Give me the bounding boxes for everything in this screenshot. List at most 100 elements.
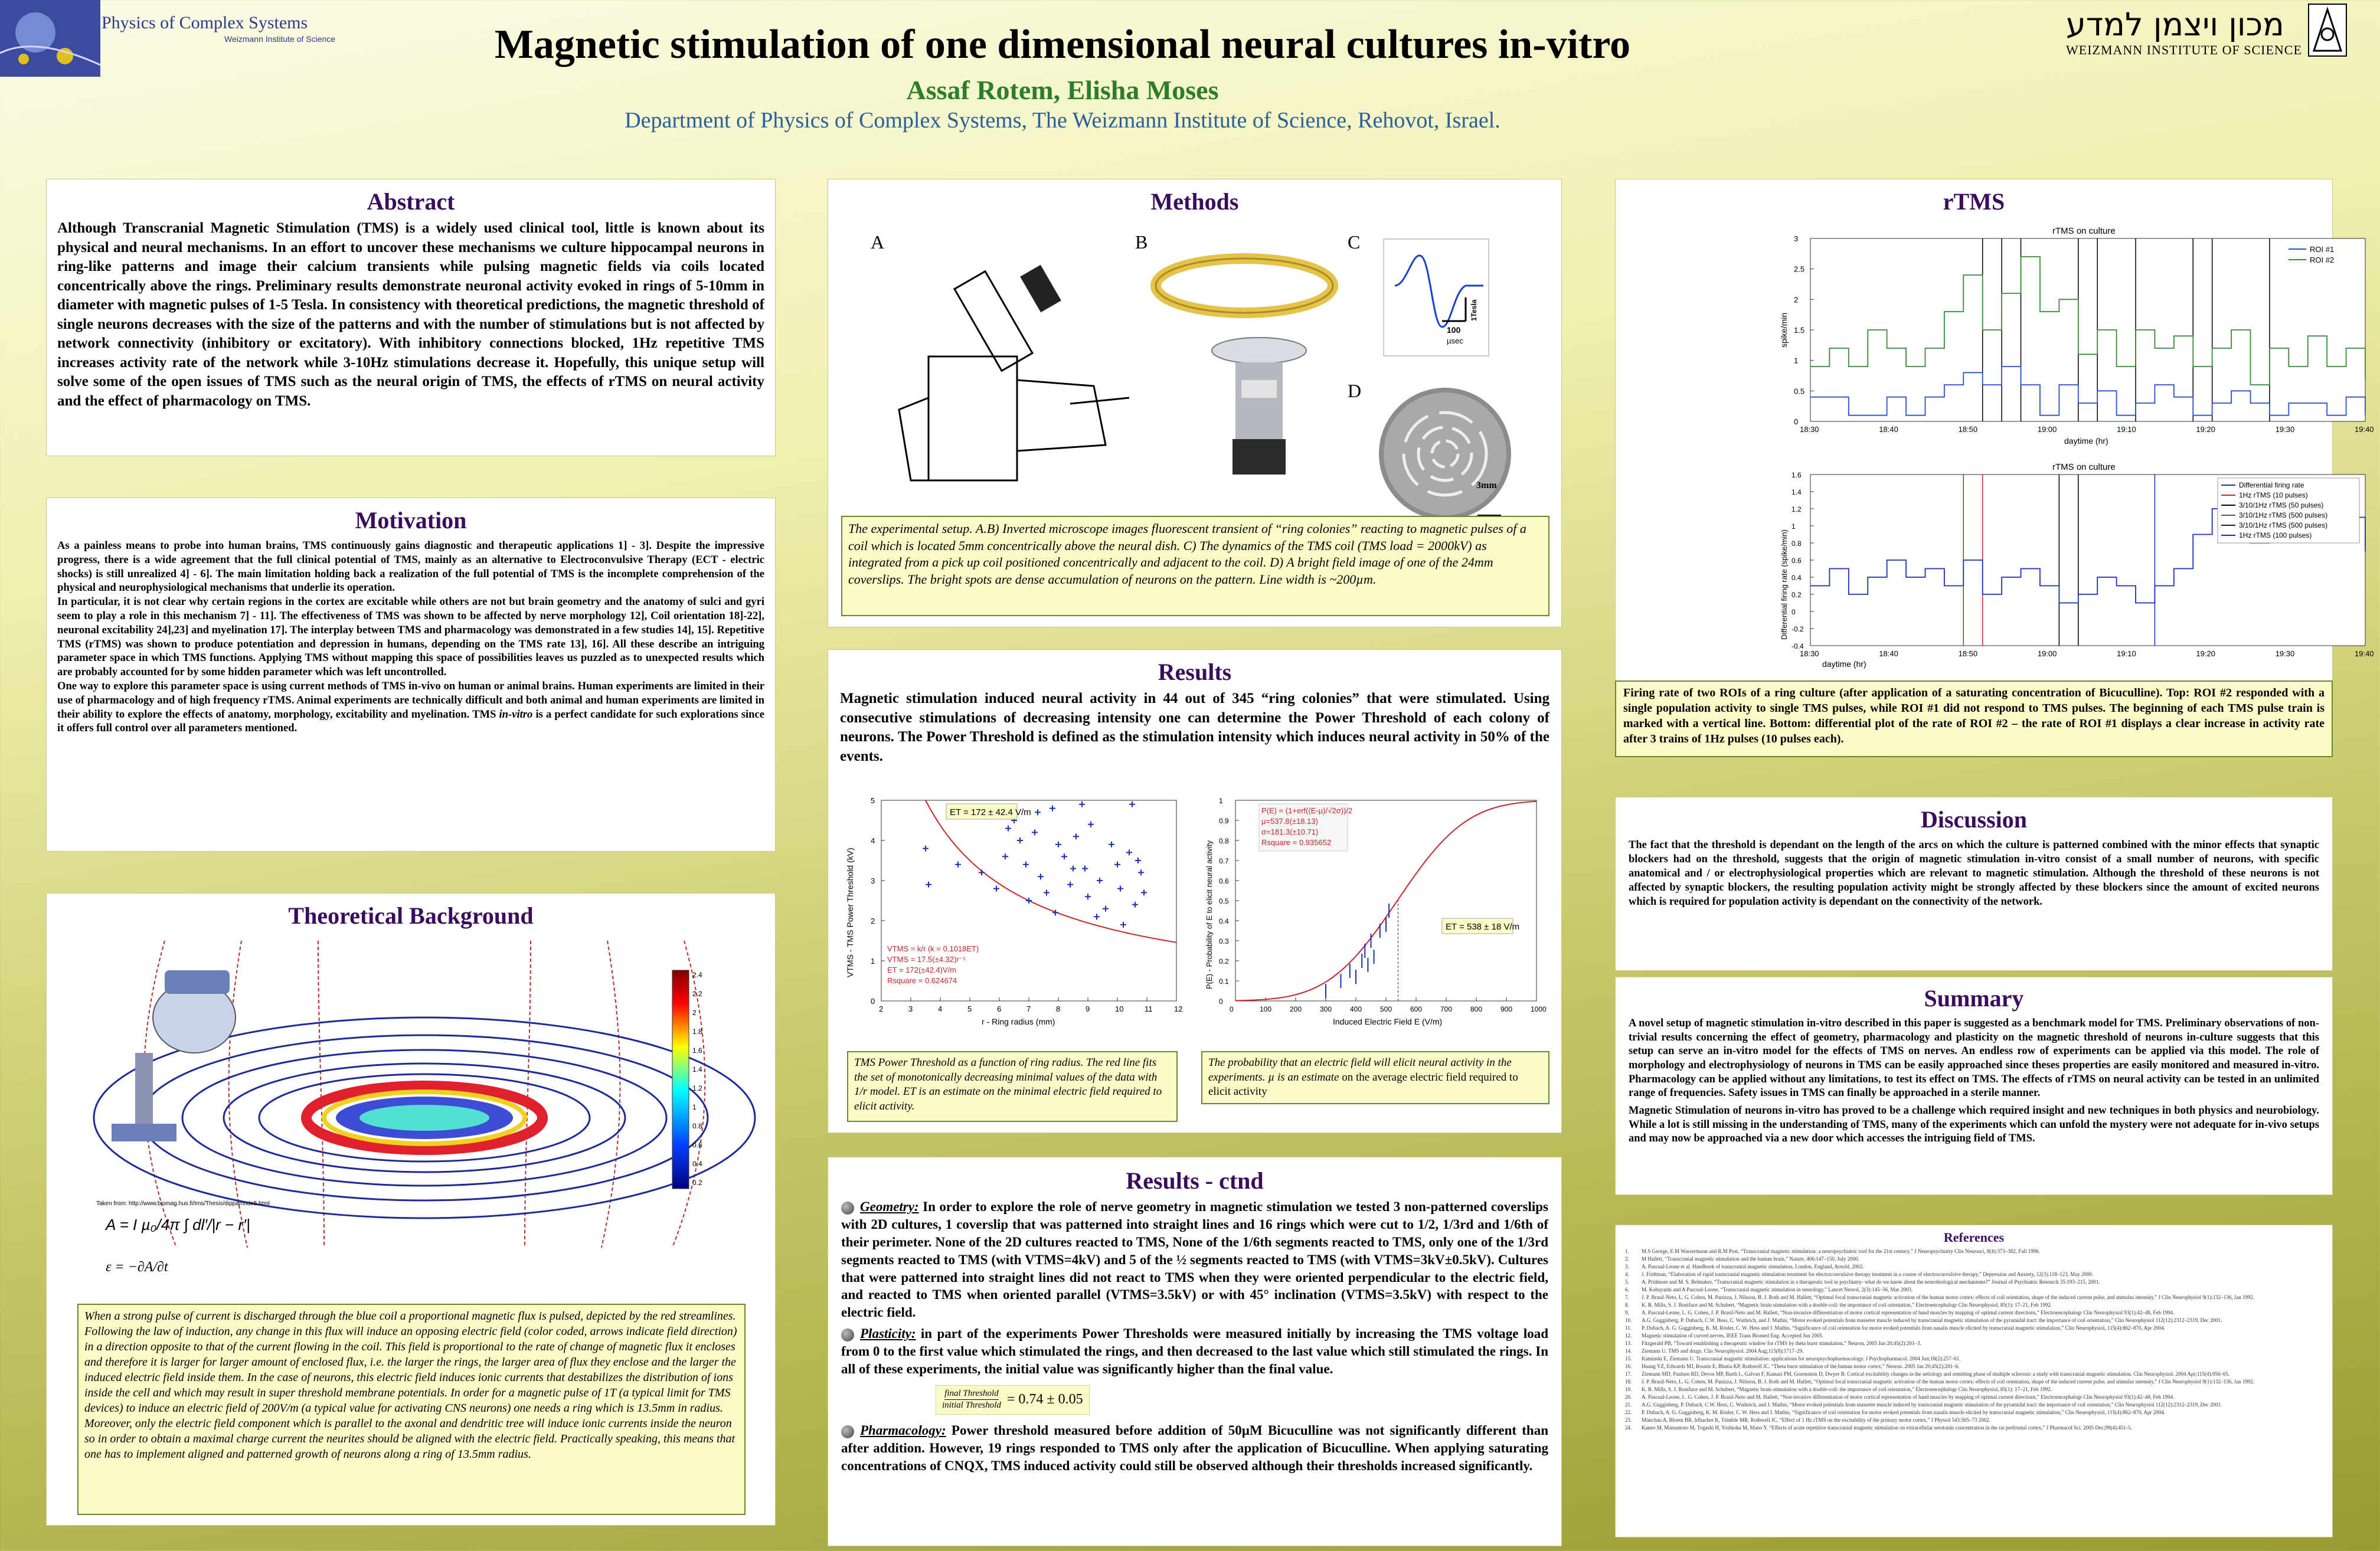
reference-text: P. Dubach, A. G. Guggisberg, K. M. Rösle…: [1642, 1409, 2165, 1415]
x-tick-label: 19:20: [2196, 649, 2215, 658]
x-tick-label: 900: [1500, 1005, 1512, 1013]
reference-item: 5.A. Pridmore and M. S. Belmaker, “Trans…: [1625, 1278, 2323, 1286]
legend-label: 3/10/1Hz rTMS (500 pulses): [2239, 511, 2327, 519]
x-tick-label: 19:10: [2117, 649, 2136, 658]
colorbar-tick-label: 2.4: [692, 971, 702, 979]
x-tick-label: 2: [879, 1004, 883, 1013]
colorbar-tick-label: 0.4: [692, 1160, 702, 1168]
y-tick-label: 0: [1791, 608, 1796, 616]
ratio-value: = 0.74 ± 0.05: [1006, 1392, 1083, 1408]
y-tick-label: 0.4: [1791, 574, 1802, 582]
x-tick-label: 18:50: [1959, 649, 1978, 658]
x-tick-label: 12: [1174, 1004, 1182, 1013]
data-point: [1094, 914, 1100, 920]
rtms-title: rTMS: [1943, 188, 2005, 215]
reference-item: 22.P. Dubach, A. G. Guggisberg, K. M. Rö…: [1625, 1409, 2323, 1416]
methods-title: Methods: [1150, 188, 1239, 215]
data-point: [1070, 865, 1076, 872]
x-tick-label: 6: [997, 1004, 1001, 1013]
reference-text: Kaminski E, Ziemann U. Transcranial magn…: [1642, 1356, 1961, 1362]
coverslip-image: [1379, 388, 1511, 520]
legend-label: 1Hz rTMS (100 pulses): [2239, 531, 2312, 539]
y-tick-label: 1.6: [1791, 471, 1802, 479]
annotation-box: [946, 803, 1018, 820]
x-axis-label: r - Ring radius (mm): [982, 1017, 1055, 1026]
y-tick-label: 3: [1794, 234, 1798, 243]
reference-text: M Hallett, “Transcranial magnetic stimul…: [1642, 1256, 1859, 1262]
panel-label-d: D: [1348, 380, 1362, 401]
reference-text: Ziemann MD, Paulsen RD, Devos MP, Barth …: [1642, 1371, 2230, 1377]
y-tick-label: 2: [871, 917, 875, 925]
data-point: [1117, 885, 1123, 892]
x-tick-label: 4: [938, 1004, 942, 1013]
reference-number: 4.: [1625, 1271, 1629, 1277]
reference-text: K. R. Mills, S. J. Boniface and M. Schub…: [1642, 1302, 2052, 1308]
y-tick-label: 0.5: [1219, 897, 1229, 905]
fit-legend-line: Rsquare = 0.935652: [1261, 838, 1331, 847]
weizmann-hebrew: מכון ויצמן למדע: [2066, 6, 2284, 43]
y-tick-label: 0.8: [1219, 837, 1229, 845]
data-point: [1085, 894, 1091, 900]
motivation-in-vitro: in-vitro: [499, 708, 533, 721]
results-text: Magnetic stimulation induced neural acti…: [840, 691, 1549, 764]
x-tick-label: 3: [908, 1004, 913, 1013]
results-ctnd-panel: Results - ctnd Geometry: In order to exp…: [828, 1157, 1562, 1546]
data-point: [1138, 869, 1144, 876]
rtms-differential-chart: rTMS on culture-0.4-0.200.20.40.60.811.2…: [1780, 462, 2374, 669]
series-line: [1810, 256, 2366, 385]
rtms-caption: Firing rate of two ROIs of a ring cultur…: [1615, 680, 2333, 757]
theory-title: Theoretical Background: [288, 902, 534, 929]
y-tick-label: 1.5: [1794, 326, 1804, 335]
ratio-numerator: final Threshold: [944, 1388, 999, 1401]
poster-title: Magnetic stimulation of one dimensional …: [494, 22, 1631, 67]
x-tick-label: 19:30: [2276, 425, 2295, 434]
poster-authors: Assaf Rotem, Elisha Moses: [906, 75, 1219, 105]
y-tick-label: 1: [1791, 522, 1796, 531]
theory-caption: When a strong pulse of current is discha…: [77, 1304, 746, 1515]
abstract-text: Although Transcranial Magnetic Stimulati…: [57, 220, 764, 409]
reference-number: 10.: [1625, 1317, 1632, 1323]
x-tick-label: 5: [967, 1004, 972, 1013]
summary-paragraph-1: A novel setup of magnetic stimulation in…: [1629, 1017, 2319, 1100]
reference-number: 3.: [1625, 1264, 1629, 1269]
annotation-label: ET = 172 ± 42.4 V/m: [950, 807, 1031, 817]
reference-item: 18.J. P. Brasil-Neto, L. G. Cohen, M. Pa…: [1625, 1378, 2323, 1386]
reference-text: M.S George, E.M Wassermann and R.M Post.…: [1642, 1248, 2040, 1254]
legend-label: 1Hz rTMS (10 pulses): [2239, 491, 2308, 499]
panel-label-c: C: [1348, 231, 1361, 253]
reference-number: 1.: [1625, 1248, 1629, 1254]
reference-item: 3.A. Pascual-Leone et al. Handbook of tr…: [1625, 1263, 2323, 1271]
y-tick-label: 1: [871, 957, 875, 966]
reference-number: 21.: [1625, 1402, 1632, 1408]
reference-number: 9.: [1625, 1310, 1629, 1316]
motivation-paragraph-3a: One way to explore this parameter space …: [57, 679, 764, 721]
data-point: [1032, 829, 1038, 836]
fit-legend-line: VTMS = k/r (k = 0.1018ET): [887, 944, 979, 953]
y-tick-label: 0.6: [1219, 877, 1229, 885]
y-tick-label: 0.1: [1219, 977, 1229, 986]
discussion-title: Discussion: [1920, 806, 2028, 833]
x-tick-label: 9: [1086, 1004, 1090, 1013]
y-tick-label: 1: [1219, 797, 1223, 805]
summary-paragraph-2: Magnetic Stimulation of neurons in-vitro…: [1629, 1105, 2319, 1145]
reference-number: 20.: [1625, 1394, 1632, 1400]
discussion-text: The fact that the threshold is dependant…: [1629, 839, 2319, 908]
equation-vector-potential: A = I µ₀/4π ∫ dl′/|r − r′|: [104, 1216, 250, 1233]
x-tick-label: 19:40: [2355, 425, 2374, 434]
head-illustration: [112, 970, 236, 1141]
data-point: [1129, 801, 1135, 807]
y-tick-label: 5: [871, 796, 875, 805]
reference-number: 13.: [1625, 1340, 1632, 1346]
reference-text: Magnetic stimulation of curved nerves, I…: [1642, 1333, 1823, 1339]
bullet-icon: [841, 1201, 854, 1215]
y-axis-label: VTMS - TMS Power Threshold (kV): [845, 848, 855, 977]
reference-text: Huang YZ, Edwards MJ, Rounis E, Bhatia K…: [1642, 1363, 1960, 1369]
y-tick-label: 0.2: [1791, 591, 1802, 599]
data-point: [1005, 825, 1011, 832]
results-caption-right-a: The probability that an electric field w…: [1208, 1056, 1512, 1084]
data-point: [1120, 921, 1126, 928]
annotation-label: ET = 538 ± 18 V/m: [1446, 922, 1519, 932]
y-tick-label: 4: [871, 836, 875, 845]
